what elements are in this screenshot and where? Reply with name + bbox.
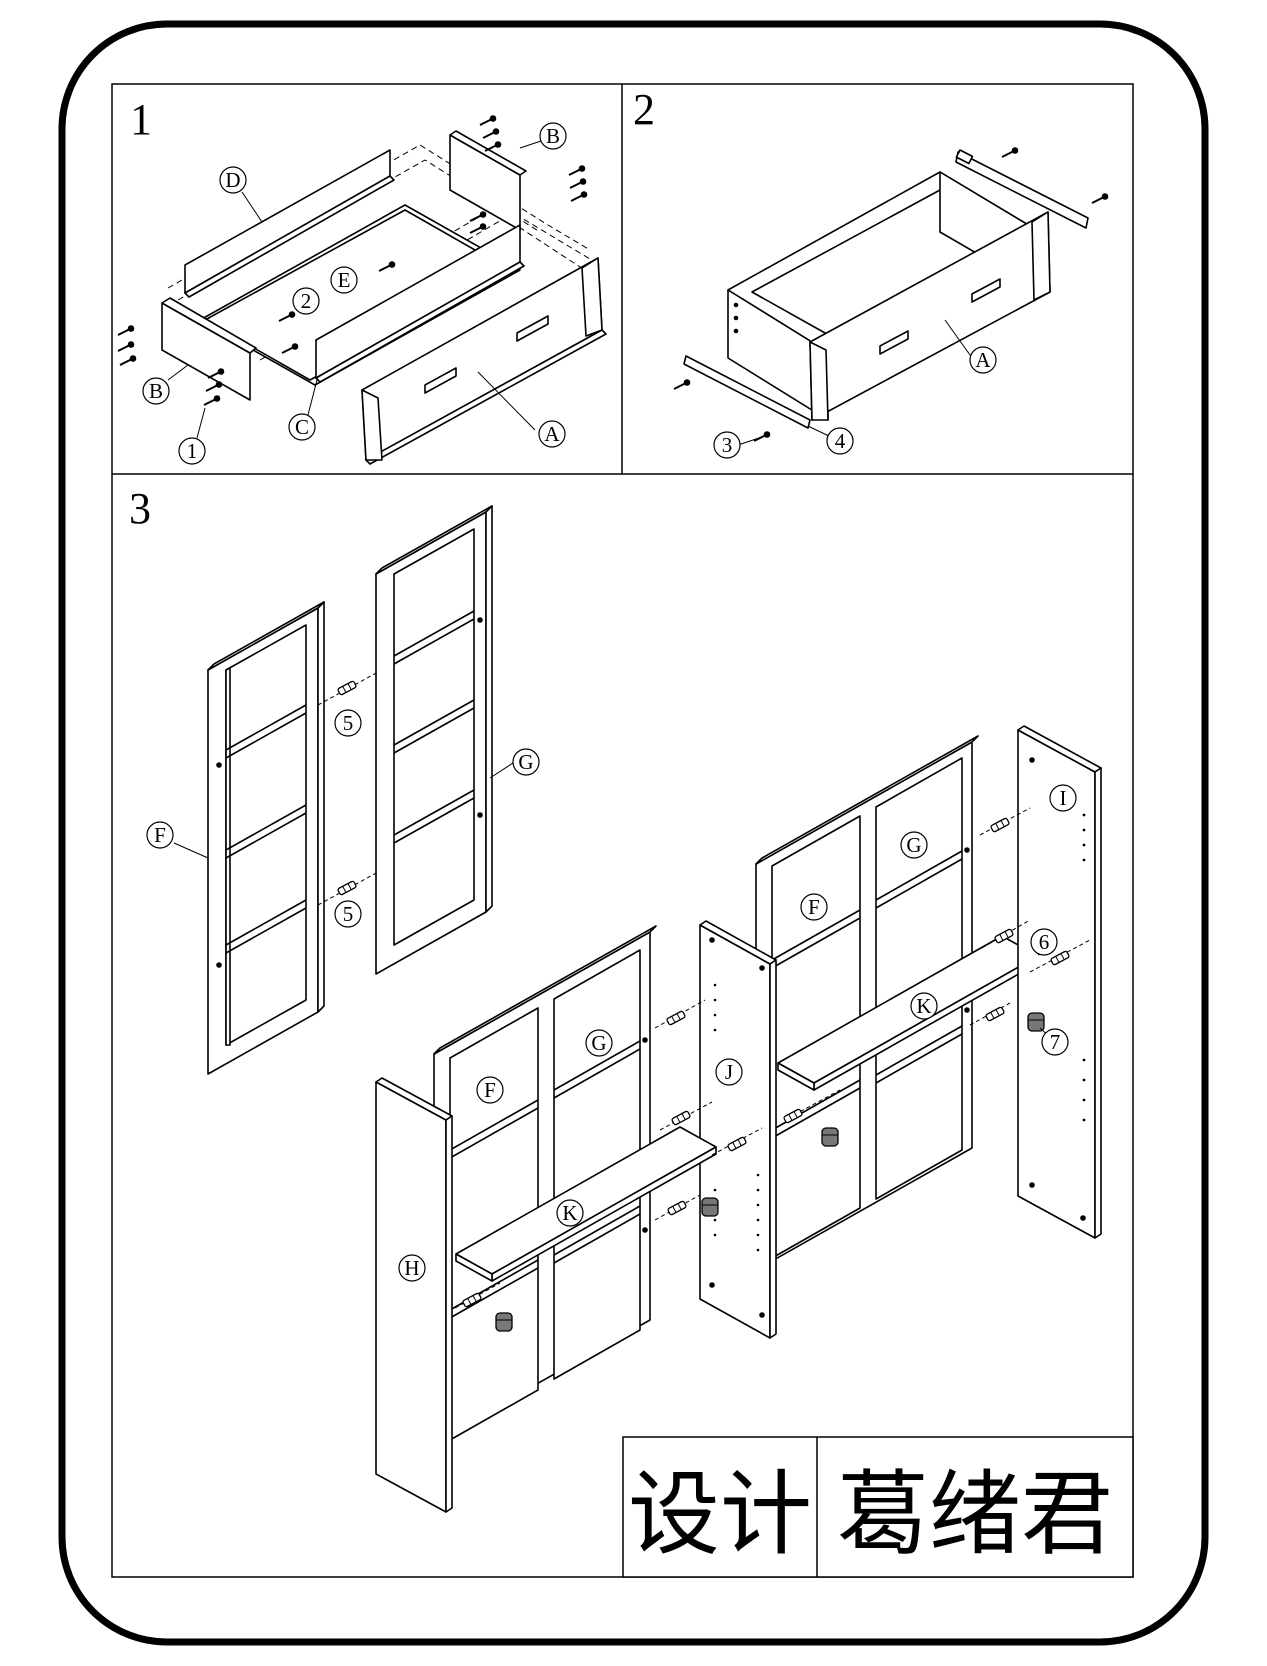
svg-text:4: 4 [835,429,846,453]
callout-step1-b-top: B [539,122,567,150]
callout-step3-h: H [398,1254,426,1282]
door-g-standalone [375,505,493,975]
callout-step3-5-lower: 5 [334,900,362,928]
callout-step1-1: 1 [178,437,206,465]
step3-callouts: F 5 G 5 I G F 6 K 7 G F J K H [146,709,1077,1282]
svg-text:D: D [225,168,240,192]
callout-step1-a: A [538,420,566,448]
right-unit [755,725,1102,1271]
step-number-1: 1 [130,95,152,144]
callout-step3-g-right: G [900,831,928,859]
svg-text:2: 2 [301,289,312,313]
svg-text:G: G [591,1031,606,1055]
callout-step3-f-left: F [476,1076,504,1104]
callout-step3-6: 6 [1030,928,1058,956]
step1-callouts: D B E 2 B C 1 A [142,122,567,465]
door-f-standalone [207,601,325,1075]
callout-step3-k-right: K [910,992,938,1020]
callout-step2-a: A [969,346,997,374]
runner-front [683,355,811,429]
part-e-bottom-panel [199,204,521,386]
callout-step3-g-standalone: G [512,748,540,776]
callout-step3-f-right: F [800,893,828,921]
callout-step2-4: 4 [826,427,854,455]
callout-step3-5-upper: 5 [334,709,362,737]
svg-text:C: C [295,415,309,439]
svg-text:A: A [975,348,991,372]
svg-text:A: A [544,422,560,446]
svg-text:G: G [906,833,921,857]
title-block: 设计 葛绪君 [622,1436,1134,1578]
left-unit-panel-j [699,924,771,1339]
svg-text:K: K [916,994,931,1018]
step2-callouts: A 3 4 [713,346,997,459]
title-block-designer: 葛绪君 [837,1461,1113,1568]
callout-step3-g-left: G [585,1029,613,1057]
step-number-2: 2 [633,85,655,134]
callout-step3-k-left: K [556,1199,584,1227]
callout-step1-e: E [330,266,358,294]
svg-text:J: J [725,1060,733,1084]
runner-rear [955,151,1089,229]
svg-text:B: B [149,379,163,403]
callout-step1-c: C [288,413,316,441]
step3-assembly [173,505,1102,1513]
svg-text:F: F [154,823,166,847]
svg-text:F: F [484,1078,496,1102]
callout-step1-d: D [219,166,247,194]
step-number-3: 3 [129,484,151,533]
step1-drawer-exploded [117,115,607,465]
callout-step2-3: 3 [713,431,741,459]
svg-text:3: 3 [722,433,733,457]
svg-text:E: E [338,268,351,292]
callout-step1-2: 2 [292,287,320,315]
title-block-label: 设计 [628,1461,812,1568]
callout-step3-f-standalone: F [146,821,174,849]
svg-text:6: 6 [1039,930,1050,954]
callout-step3-j: J [715,1058,743,1086]
svg-text:H: H [404,1256,419,1280]
callout-step3-i: I [1049,784,1077,812]
svg-text:F: F [808,895,820,919]
svg-text:I: I [1060,786,1067,810]
step2-drawer-assembled [673,147,1109,447]
svg-text:1: 1 [187,439,198,463]
svg-text:5: 5 [343,711,354,735]
svg-text:5: 5 [343,902,354,926]
left-unit-panel-h [375,1081,447,1513]
left-unit [375,920,777,1513]
callout-step1-b-left: B [142,377,170,405]
svg-text:K: K [562,1201,577,1225]
sheet-border [58,20,1209,1646]
svg-text:7: 7 [1050,1030,1061,1054]
svg-text:B: B [546,124,560,148]
svg-text:G: G [518,750,533,774]
callout-step3-7: 7 [1041,1028,1069,1056]
